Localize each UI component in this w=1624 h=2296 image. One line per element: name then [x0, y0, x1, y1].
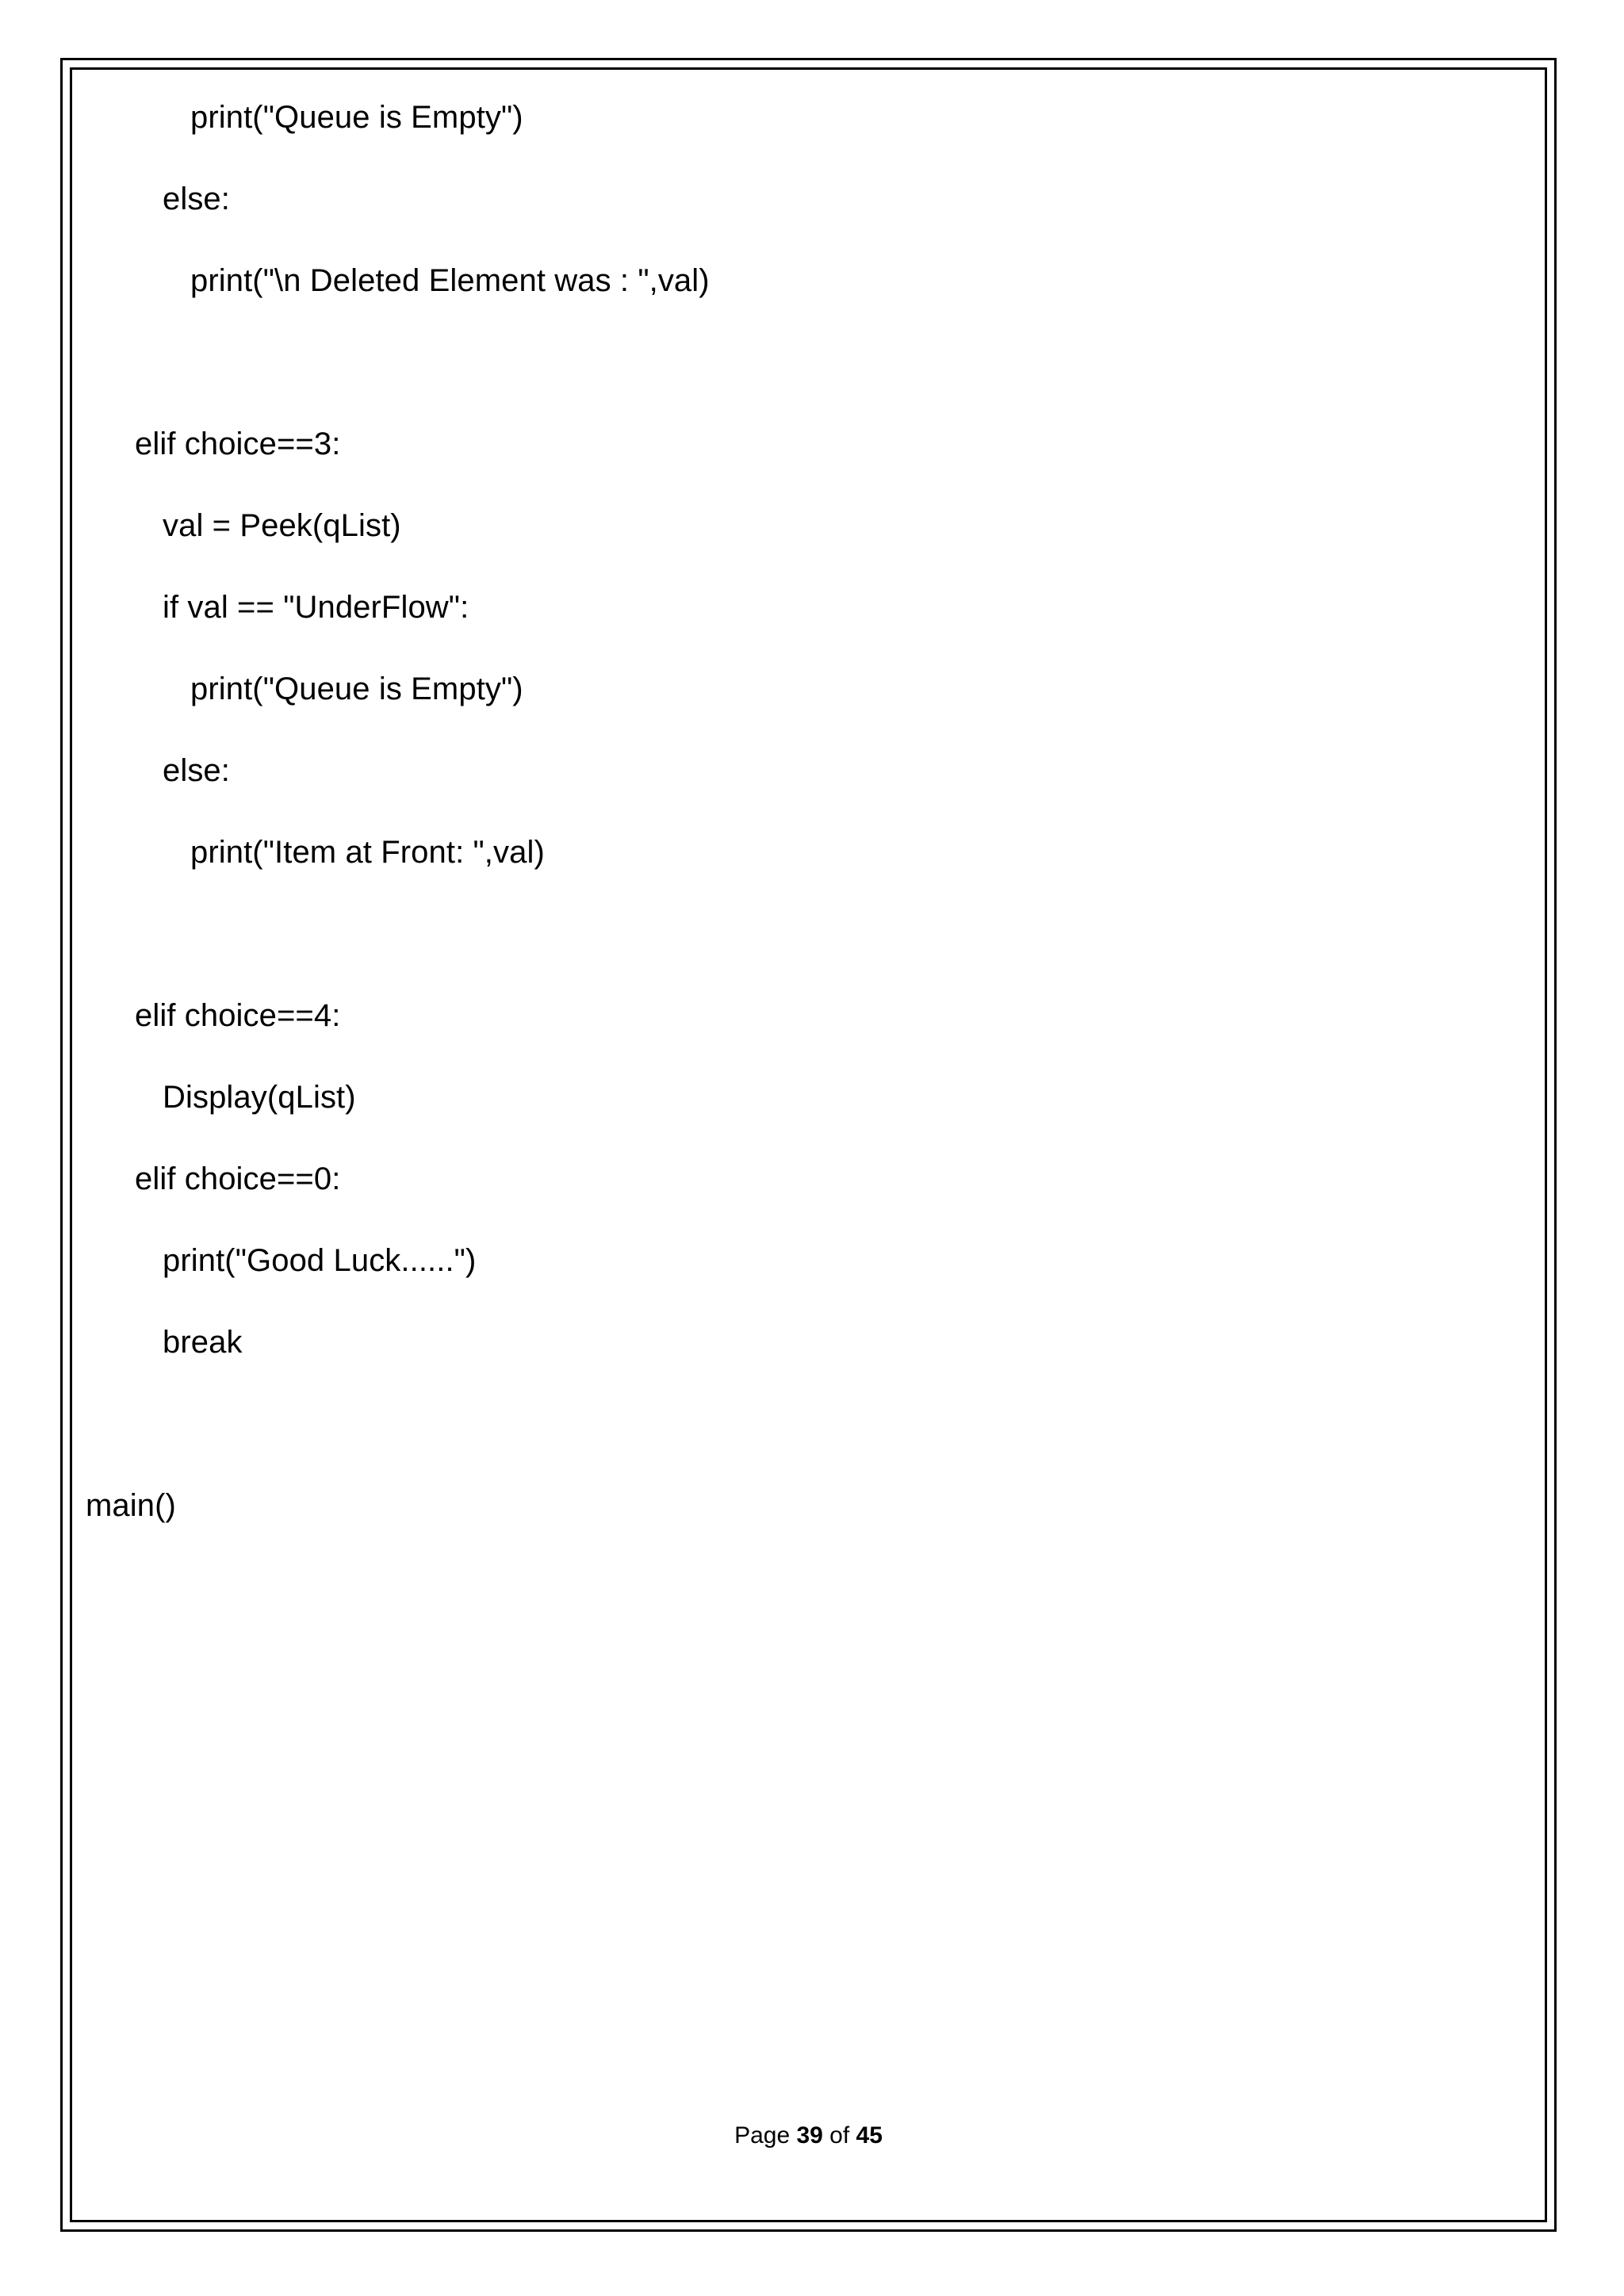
- code-line: else:: [163, 753, 230, 788]
- code-line: val = Peek(qList): [163, 508, 401, 543]
- code-line: print("Queue is Empty"): [190, 100, 523, 135]
- page-border-outer-rule: [60, 58, 1557, 2232]
- code-line: elif choice==4:: [135, 998, 341, 1033]
- code-line: if val == "UnderFlow":: [163, 590, 469, 625]
- code-line: break: [163, 1325, 243, 1360]
- code-blank-line: [79, 894, 1538, 975]
- page-footer: Page 39 of 45: [79, 2122, 1538, 2149]
- code-line: print("\n Deleted Element was : ",val): [190, 263, 710, 298]
- page-border-inner-rule: [70, 67, 1547, 2222]
- code-line: print("Good Luck......"): [163, 1243, 477, 1278]
- python-code-listing: print("Queue is Empty") else: print("\n De…: [79, 77, 1538, 1547]
- code-line: else:: [163, 182, 230, 216]
- footer-page-total: 45: [856, 2122, 883, 2149]
- code-line: main(): [86, 1488, 176, 1523]
- code-line: Display(qList): [163, 1080, 356, 1115]
- code-line: print("Item at Front: ",val): [190, 835, 545, 870]
- code-line: elif choice==0:: [135, 1161, 341, 1196]
- page-content: print("Queue is Empty") else: print("\n De…: [79, 77, 1538, 2213]
- code-line: print("Queue is Empty"): [190, 672, 523, 706]
- code-blank-line: [79, 1383, 1538, 1465]
- footer-page-middle: of: [822, 2122, 856, 2149]
- code-blank-line: [79, 322, 1538, 404]
- footer-page-prefix: Page: [734, 2122, 797, 2149]
- footer-page-number: 39: [796, 2122, 823, 2149]
- code-line: elif choice==3:: [135, 427, 341, 461]
